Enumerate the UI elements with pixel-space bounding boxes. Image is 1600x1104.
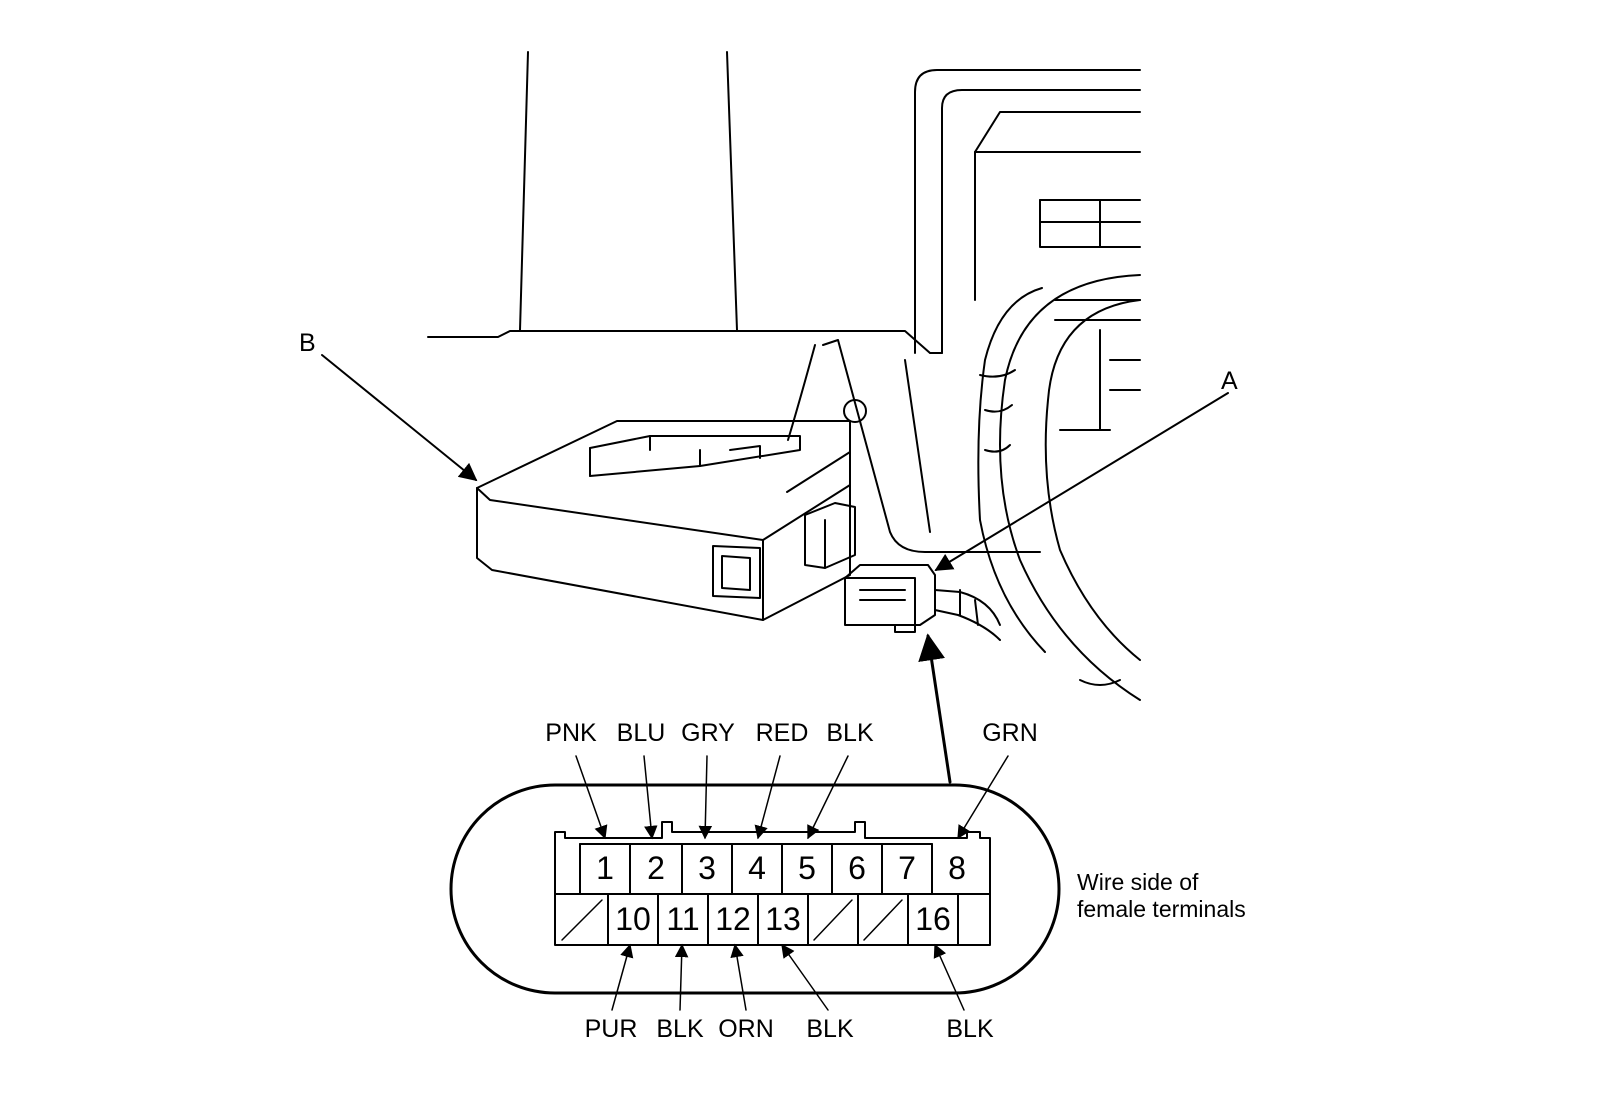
view-note-line2: female terminals xyxy=(1077,896,1246,922)
view-note-line1: Wire side of xyxy=(1077,869,1199,895)
pin-number: 1 xyxy=(596,850,614,886)
wire-label-pin16: BLK xyxy=(946,1015,994,1043)
pin-number: 6 xyxy=(848,850,866,886)
wire-label-pin11: BLK xyxy=(656,1015,704,1043)
wire-label-pin4: RED xyxy=(755,719,809,747)
connector-face xyxy=(449,783,1061,995)
pin-number: 3 xyxy=(698,850,716,886)
pin-number: 10 xyxy=(615,901,651,937)
connector-a xyxy=(844,564,1001,641)
control-unit-b xyxy=(476,420,856,621)
pin-number: 2 xyxy=(647,850,665,886)
steering-wheel-outline xyxy=(977,274,1141,701)
callout-a: A xyxy=(1221,367,1238,395)
pin-number: 4 xyxy=(748,850,766,886)
wire-label-pin2: BLU xyxy=(616,719,666,747)
pin-number: 11 xyxy=(666,901,700,937)
wire-label-pin10: PUR xyxy=(584,1015,638,1043)
pin-number: 5 xyxy=(798,850,816,886)
pin-number: 8 xyxy=(948,850,966,886)
pin-number: 12 xyxy=(715,901,751,937)
kick-panel-outline xyxy=(787,339,1041,553)
pin-number: 7 xyxy=(898,850,916,886)
wire-label-pin13: BLK xyxy=(806,1015,854,1043)
pin-number: 13 xyxy=(765,901,801,937)
wire-pointers xyxy=(575,755,1009,1011)
wire-label-pin5: BLK xyxy=(826,719,874,747)
wire-label-pin8: GRN xyxy=(982,719,1038,747)
pin-number: 16 xyxy=(915,901,951,937)
leader-lines xyxy=(321,354,1229,784)
callout-b: B xyxy=(299,329,316,357)
wire-label-pin12: ORN xyxy=(718,1015,774,1043)
wire-label-pin3: GRY xyxy=(681,719,735,747)
dashboard-outline xyxy=(427,51,1141,431)
wire-label-pin1: PNK xyxy=(545,719,597,747)
